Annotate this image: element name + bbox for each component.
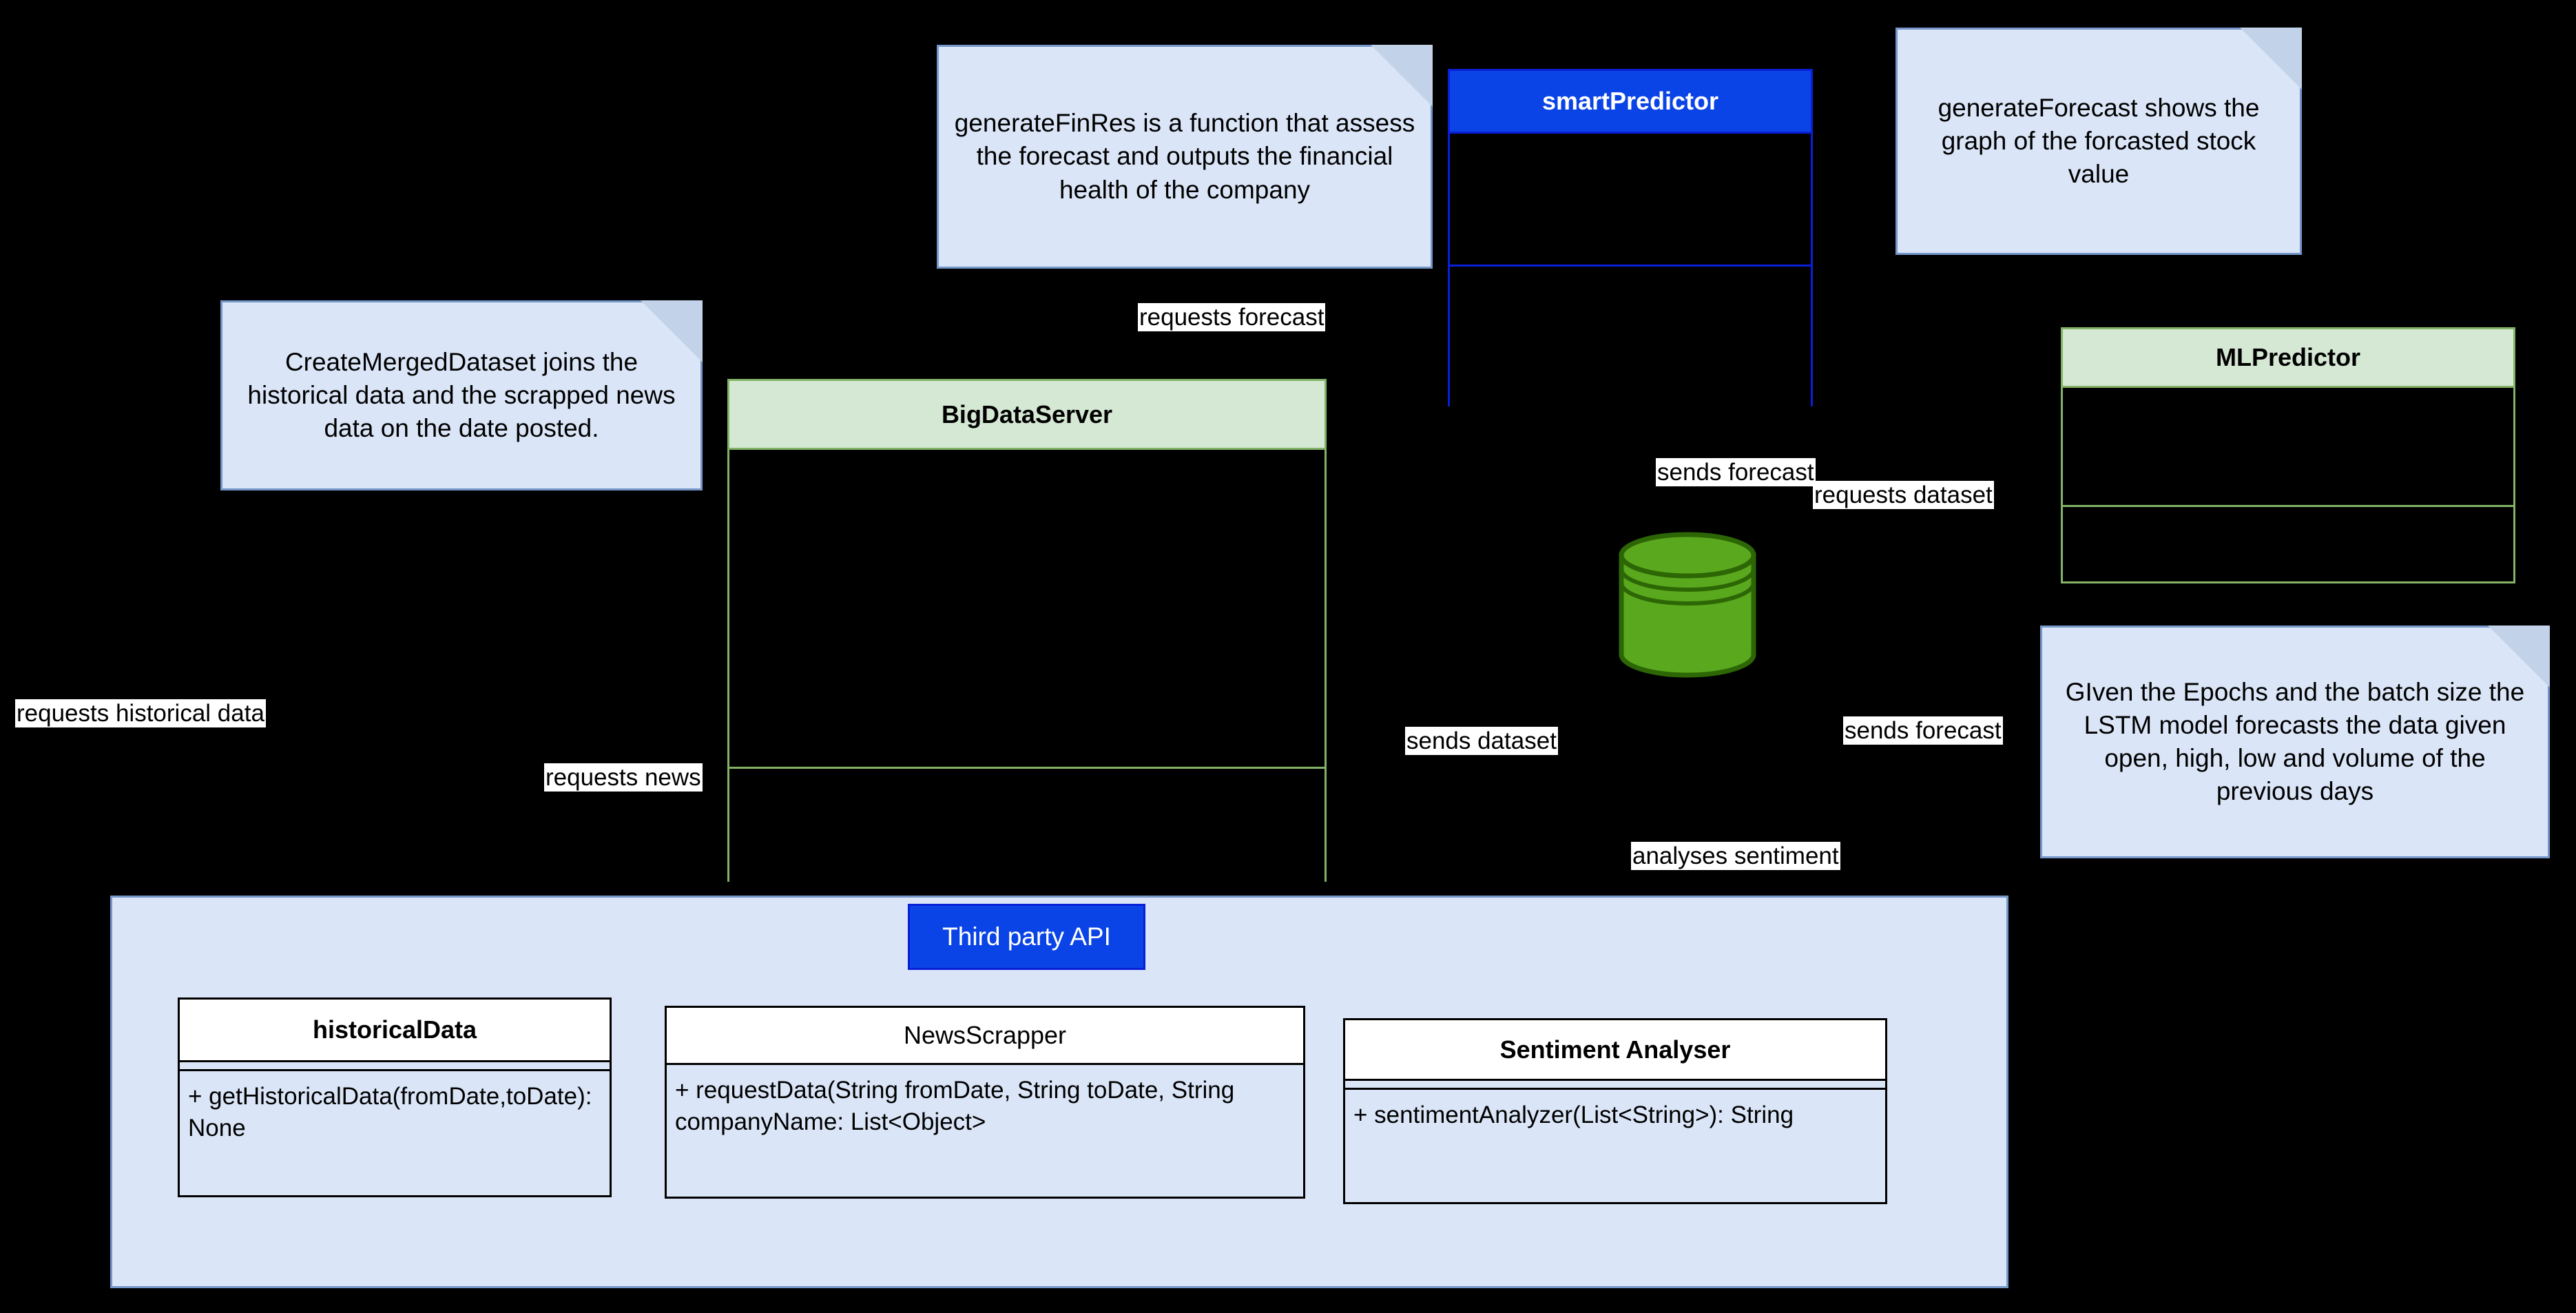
class-big-data-server-methods (729, 767, 1325, 884)
class-big-data-server-header: BigDataServer (729, 381, 1325, 448)
note-generatefinres-text: generateFinRes is a function that assess… (954, 109, 1415, 204)
note-createmergeddataset-text: CreateMergedDataset joins the historical… (247, 347, 676, 443)
connector-requests-forecast (1231, 273, 1446, 396)
class-sentiment-analyser-attributes (1345, 1079, 1885, 1090)
edge-label-analyses-sentiment: analyses sentiment (1631, 842, 1840, 870)
edge-label-requests-dataset: requests dataset (1813, 481, 1994, 509)
note-lstm: GIven the Epochs and the batch size the … (2040, 626, 2550, 858)
class-smart-predictor-header: smartPredictor (1450, 71, 1811, 132)
class-smart-predictor-methods (1450, 265, 1811, 408)
class-big-data-server[interactable]: BigDataServer (727, 379, 1327, 884)
note-fold-corner-icon (641, 300, 703, 362)
class-ml-predictor-name: MLPredictor (2215, 343, 2361, 371)
third-party-api-badge[interactable]: Third party API (908, 904, 1145, 970)
class-big-data-server-attributes (729, 448, 1325, 767)
class-sentiment-analyser-methods: + sentimentAnalyzer(List<String>): Strin… (1345, 1090, 1885, 1132)
note-fold-corner-icon (1371, 45, 1433, 107)
note-fold-corner-icon (2240, 28, 2302, 90)
edge-label-requests-news: requests news (544, 763, 703, 792)
edge-label-sends-dataset: sends dataset (1405, 727, 1558, 755)
note-generatefinres: generateFinRes is a function that assess… (937, 45, 1433, 269)
note-createmergeddataset: CreateMergedDataset joins the historical… (220, 300, 703, 490)
class-historical-data-name: historicalData (312, 1015, 477, 1044)
note-fold-corner-icon (2488, 626, 2550, 687)
class-historical-data-header: historicalData (180, 1000, 610, 1060)
class-news-scrapper-name: NewsScrapper (903, 1021, 1067, 1049)
note-generateforecast-text: generateForecast shows the graph of the … (1938, 93, 2260, 189)
dataset-database-cylinder[interactable] (1612, 530, 1763, 679)
class-big-data-server-name: BigDataServer (941, 400, 1113, 428)
class-news-scrapper-methods: + requestData(String fromDate, String to… (667, 1063, 1303, 1139)
class-sentiment-analyser-name: Sentiment Analyser (1499, 1035, 1731, 1064)
class-sentiment-analyser[interactable]: Sentiment Analyser + sentimentAnalyzer(L… (1343, 1018, 1887, 1204)
note-lstm-text: GIven the Epochs and the batch size the … (2065, 677, 2525, 806)
edge-label-requests-historical-data: requests historical data (15, 699, 266, 727)
class-smart-predictor[interactable]: smartPredictor (1448, 69, 1813, 408)
class-historical-data[interactable]: historicalData + getHistoricalData(fromD… (178, 997, 612, 1197)
class-ml-predictor-methods (2063, 505, 2513, 581)
edge-label-sends-forecast-top: sends forecast (1656, 458, 1816, 486)
class-ml-predictor-header: MLPredictor (2063, 329, 2513, 386)
edge-label-requests-forecast: requests forecast (1138, 303, 1326, 331)
class-ml-predictor-attributes (2063, 386, 2513, 505)
class-news-scrapper-header: NewsScrapper (667, 1008, 1303, 1063)
class-smart-predictor-attributes (1450, 132, 1811, 265)
class-ml-predictor[interactable]: MLPredictor (2061, 327, 2515, 583)
edge-label-sends-forecast-right: sends forecast (1843, 716, 2003, 745)
third-party-api-badge-label: Third party API (942, 922, 1111, 951)
database-icon (1619, 532, 1756, 678)
class-historical-data-methods: + getHistoricalData(fromDate,toDate): No… (180, 1071, 610, 1145)
class-historical-data-attributes (180, 1060, 610, 1071)
note-generateforecast: generateForecast shows the graph of the … (1895, 28, 2302, 255)
class-news-scrapper[interactable]: NewsScrapper + requestData(String fromDa… (665, 1006, 1305, 1199)
class-smart-predictor-name: smartPredictor (1541, 87, 1719, 115)
class-sentiment-analyser-header: Sentiment Analyser (1345, 1020, 1885, 1079)
